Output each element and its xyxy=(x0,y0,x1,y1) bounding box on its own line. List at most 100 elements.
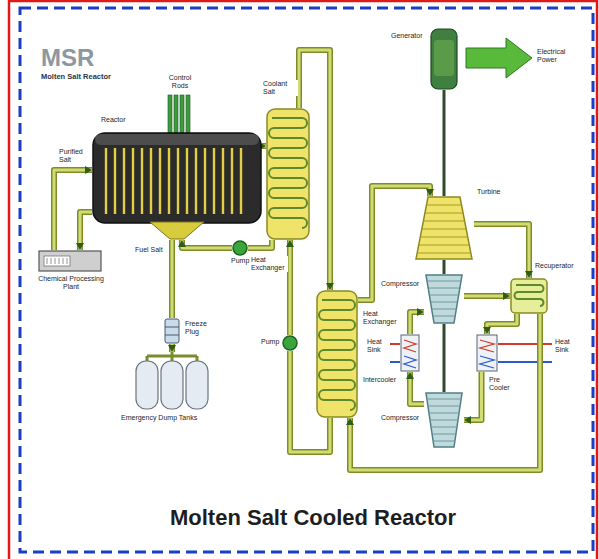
arrow-head xyxy=(406,372,414,379)
reactor-vessel: Reactor xyxy=(92,132,262,240)
pump-shape xyxy=(282,335,298,351)
compressor: Compressor xyxy=(424,274,464,324)
pipe-fill xyxy=(288,240,291,335)
component-label: Pump xyxy=(230,257,250,265)
component-label: Reactor xyxy=(100,116,127,124)
red-frame xyxy=(9,1,597,559)
pipe-outline xyxy=(287,240,293,335)
pipe-connector xyxy=(76,212,92,250)
diagram-title: Molten Salt Reactor xyxy=(40,73,112,82)
arrow-head xyxy=(346,418,354,425)
component-label: Heat Exchanger xyxy=(362,310,400,326)
component-label: Recuperator xyxy=(534,262,575,270)
pipe-connector xyxy=(483,314,517,334)
part-label: Fuel Salt xyxy=(134,246,164,254)
pipe-connector xyxy=(346,314,540,470)
pipe-outline xyxy=(487,314,517,334)
pipe-outline xyxy=(464,372,482,420)
arrow-head xyxy=(286,240,294,247)
pipe-fill xyxy=(464,372,482,420)
pipe-outline xyxy=(350,314,540,470)
arrow-head xyxy=(85,166,92,174)
freeze-plug-shape xyxy=(164,318,180,344)
component-label: Generator xyxy=(390,32,424,40)
component-label: Freeze Plug xyxy=(184,320,216,336)
processing-plant-shape xyxy=(38,250,102,272)
component-label: Heat Exchanger xyxy=(250,256,288,272)
pipe-outline xyxy=(169,344,175,352)
intercooler: Intercooler xyxy=(400,334,420,372)
pump: Pump xyxy=(282,335,298,351)
power-arrow: Electrical Power xyxy=(466,38,532,78)
generator-shape xyxy=(430,28,458,90)
pipe-connector xyxy=(410,308,424,334)
pre-cooler: Pre Cooler xyxy=(476,334,498,372)
pump: Pump xyxy=(232,240,248,256)
part-label: Control Rods xyxy=(163,74,197,90)
pipe-connector xyxy=(172,240,173,318)
dashed-frame xyxy=(20,8,593,552)
arrow-head xyxy=(426,189,434,196)
heat-exchanger-shape xyxy=(266,108,310,240)
heat-exchanger: Heat Exchanger xyxy=(316,290,358,418)
shaft-connector xyxy=(444,90,445,196)
compressor: Compressor xyxy=(424,392,464,448)
pipe-fill xyxy=(182,240,232,248)
component-label: Pre Cooler xyxy=(488,376,516,392)
pipe-outline xyxy=(169,240,175,318)
pipe-outline xyxy=(464,293,510,299)
intercooler-shape xyxy=(400,334,420,372)
component-label: Turbine xyxy=(476,188,501,196)
component-label: Pump xyxy=(260,338,280,346)
recuperator-shape xyxy=(510,278,548,314)
pipe-connector xyxy=(286,240,294,335)
pipe-connector xyxy=(464,372,482,424)
pipe-connector xyxy=(178,240,232,248)
arrow-head xyxy=(525,271,533,278)
heat-exchanger: Heat Exchanger xyxy=(266,108,310,240)
component-label: Compressor xyxy=(380,414,420,422)
pipe-connector xyxy=(406,372,424,404)
power-arrow-shape xyxy=(466,38,532,78)
recuperator: Recuperator xyxy=(510,278,548,314)
pipe-outline xyxy=(248,240,272,248)
compressor-shape xyxy=(424,392,464,448)
control-rods xyxy=(168,95,190,133)
part-label: Heat Sink xyxy=(366,338,390,354)
pipe-outline xyxy=(182,240,232,248)
component-label: Compressor xyxy=(380,280,420,288)
arrow-head xyxy=(417,308,424,316)
pipe-fill xyxy=(54,170,92,250)
processing-plant: Chemical Processing Plant xyxy=(38,250,102,272)
component-label: Emergency Dump Tanks xyxy=(120,414,198,422)
arrow-head xyxy=(326,283,334,290)
pipe-connector xyxy=(248,240,272,248)
arrow-head xyxy=(76,243,84,250)
arrow-head xyxy=(464,416,471,424)
pipe-outline xyxy=(474,224,529,278)
pipe-fill xyxy=(487,314,517,334)
pipe-connector xyxy=(54,166,92,250)
logo-text: MSR xyxy=(40,44,95,72)
component-label: Intercooler xyxy=(362,376,397,384)
component-label: Electrical Power xyxy=(536,48,582,64)
part-label: Coolant Salt xyxy=(262,80,298,96)
arrow-head xyxy=(483,327,491,334)
component-label: Chemical Processing Plant xyxy=(35,275,107,291)
pipe-fill xyxy=(350,314,540,470)
reactor-vessel-shape xyxy=(92,132,262,240)
pipe-fill xyxy=(248,240,272,248)
arrow-head xyxy=(168,345,176,352)
dump-tanks: Emergency Dump Tanks xyxy=(134,352,210,410)
arrow-head xyxy=(178,240,186,247)
part-label: Heat Sink xyxy=(554,338,578,354)
compressor-shape xyxy=(424,274,464,324)
pipe-connector xyxy=(168,344,176,352)
freeze-plug: Freeze Plug xyxy=(164,318,180,344)
pump-shape xyxy=(232,240,248,256)
pre-cooler-shape xyxy=(476,334,498,372)
generator: Generator xyxy=(430,28,458,90)
pipe-outline xyxy=(54,170,92,250)
pipe-fill xyxy=(171,240,174,318)
